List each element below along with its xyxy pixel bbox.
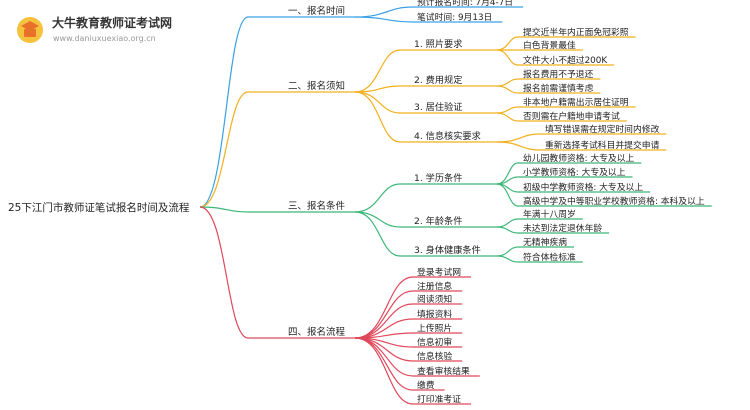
branch-line-leaf xyxy=(496,36,519,51)
site-logo: 大牛教育教师证考试网 www.daniuxuexiao.org.cn xyxy=(17,15,172,43)
section-label: 三、报名条件 xyxy=(288,200,346,212)
leaf-node: 上传照片 xyxy=(417,322,452,334)
leaf-node: 非本地户籍需出示居住证明 xyxy=(523,96,629,108)
leaf-node: 报名费用不予退还 xyxy=(523,68,594,80)
leaf-node: 笔试时间: 9月13日 xyxy=(417,11,492,23)
branch-line-leaf xyxy=(496,78,519,87)
leaf-node: 填报资料 xyxy=(417,308,452,320)
leaf-node: 小学教师资格: 大专及以上 xyxy=(523,166,626,178)
branch-line-leaf xyxy=(496,133,541,143)
branch-line-leaf xyxy=(496,246,519,257)
branch-line-leaf xyxy=(354,290,414,339)
branch-line-leaf xyxy=(354,337,414,405)
branch-line-section xyxy=(199,16,249,208)
leaf-node: 信息初审 xyxy=(417,336,452,348)
root-topic: 25下江门市教师证笔试报名时间及流程 xyxy=(8,201,190,214)
leaf-node: 预计报名时间: 7月4-7日 xyxy=(417,0,513,8)
branch-line-leaf xyxy=(354,337,414,391)
leaf-node: 打印准考证 xyxy=(417,393,461,405)
branch-line-leaf xyxy=(354,332,414,339)
leaf-node: 阅读须知 xyxy=(417,293,452,305)
branch-line-leaf xyxy=(496,218,519,228)
branch-line-leaf xyxy=(496,106,519,114)
branch-line-group xyxy=(354,91,401,143)
section-label: 一、报名时间 xyxy=(288,5,345,17)
leaf-node: 幼儿园教师资格: 大专及以上 xyxy=(523,152,635,164)
leaf-node: 白色背景最佳 xyxy=(523,39,576,51)
group-label: 3. 身体健康条件 xyxy=(414,244,481,256)
leaf-node: 提交近半年内正面免冠彩照 xyxy=(523,26,629,38)
group-label: 1. 照片要求 xyxy=(414,38,462,50)
group-label: 4. 信息核实要求 xyxy=(414,130,481,142)
group-label: 1. 学历条件 xyxy=(414,172,462,184)
group-label: 3. 居住验证 xyxy=(414,101,462,113)
branch-line-group xyxy=(354,183,401,213)
graduation-cap-icon xyxy=(21,21,39,31)
leaf-node: 无精神疾病 xyxy=(523,236,567,248)
branch-line-group xyxy=(354,49,401,93)
branch-line-leaf xyxy=(496,141,541,151)
leaf-node: 文件大小不超过200K xyxy=(523,54,607,66)
group-label: 2. 年龄条件 xyxy=(414,215,462,227)
leaf-node: 未达到法定退休年龄 xyxy=(523,222,602,234)
leaf-node: 否则需在户籍地申请考试 xyxy=(523,110,620,122)
section-label: 二、报名须知 xyxy=(288,80,345,92)
branch-line-leaf xyxy=(496,183,519,207)
logo-site-name: 大牛教育教师证考试网 xyxy=(52,15,172,30)
branch-line-leaf xyxy=(354,276,414,339)
leaf-node: 报名前需谨慎考虑 xyxy=(523,82,594,94)
branch-line-section xyxy=(199,91,249,208)
branch-line-leaf xyxy=(354,6,414,18)
branch-line-section xyxy=(199,206,249,339)
branch-line-leaf xyxy=(496,255,519,263)
leaf-node: 填写错误需在规定时间内修改 xyxy=(545,123,660,135)
leaf-node: 缴费 xyxy=(417,379,435,391)
branch-line-leaf xyxy=(354,337,414,377)
leaf-node: 符合体检标准 xyxy=(523,251,576,263)
branch-line-section xyxy=(199,206,249,213)
branch-line-leaf xyxy=(496,85,519,94)
branch-line-group xyxy=(354,91,401,114)
leaf-node: 查看审核结果 xyxy=(417,365,470,377)
branch-line-leaf xyxy=(496,226,519,234)
leaf-node: 注册信息 xyxy=(417,280,452,292)
logo-site-url: www.daniuxuexiao.org.cn xyxy=(53,34,156,43)
leaf-node: 信息核验 xyxy=(417,350,452,362)
book-icon xyxy=(24,29,36,37)
leaf-node: 年满十八周岁 xyxy=(523,208,576,220)
branch-line-leaf xyxy=(496,49,519,66)
branch-line-leaf xyxy=(354,16,414,23)
group-label: 2. 费用规定 xyxy=(414,74,462,86)
leaf-node: 登录考试网 xyxy=(417,266,461,278)
leaf-node: 初级中学教师资格: 大专及以上 xyxy=(523,181,643,193)
connector-lines xyxy=(199,6,712,405)
branch-line-group xyxy=(354,211,401,228)
section-label: 四、报名流程 xyxy=(288,326,346,338)
branch-line-leaf xyxy=(496,112,519,122)
leaf-node: 重新选择考试科目并提交申请 xyxy=(545,139,660,151)
branch-line-group xyxy=(354,211,401,257)
branch-line-leaf xyxy=(354,318,414,339)
leaf-node: 高级中学及中等职业学校教师资格: 本科及以上 xyxy=(523,195,705,207)
